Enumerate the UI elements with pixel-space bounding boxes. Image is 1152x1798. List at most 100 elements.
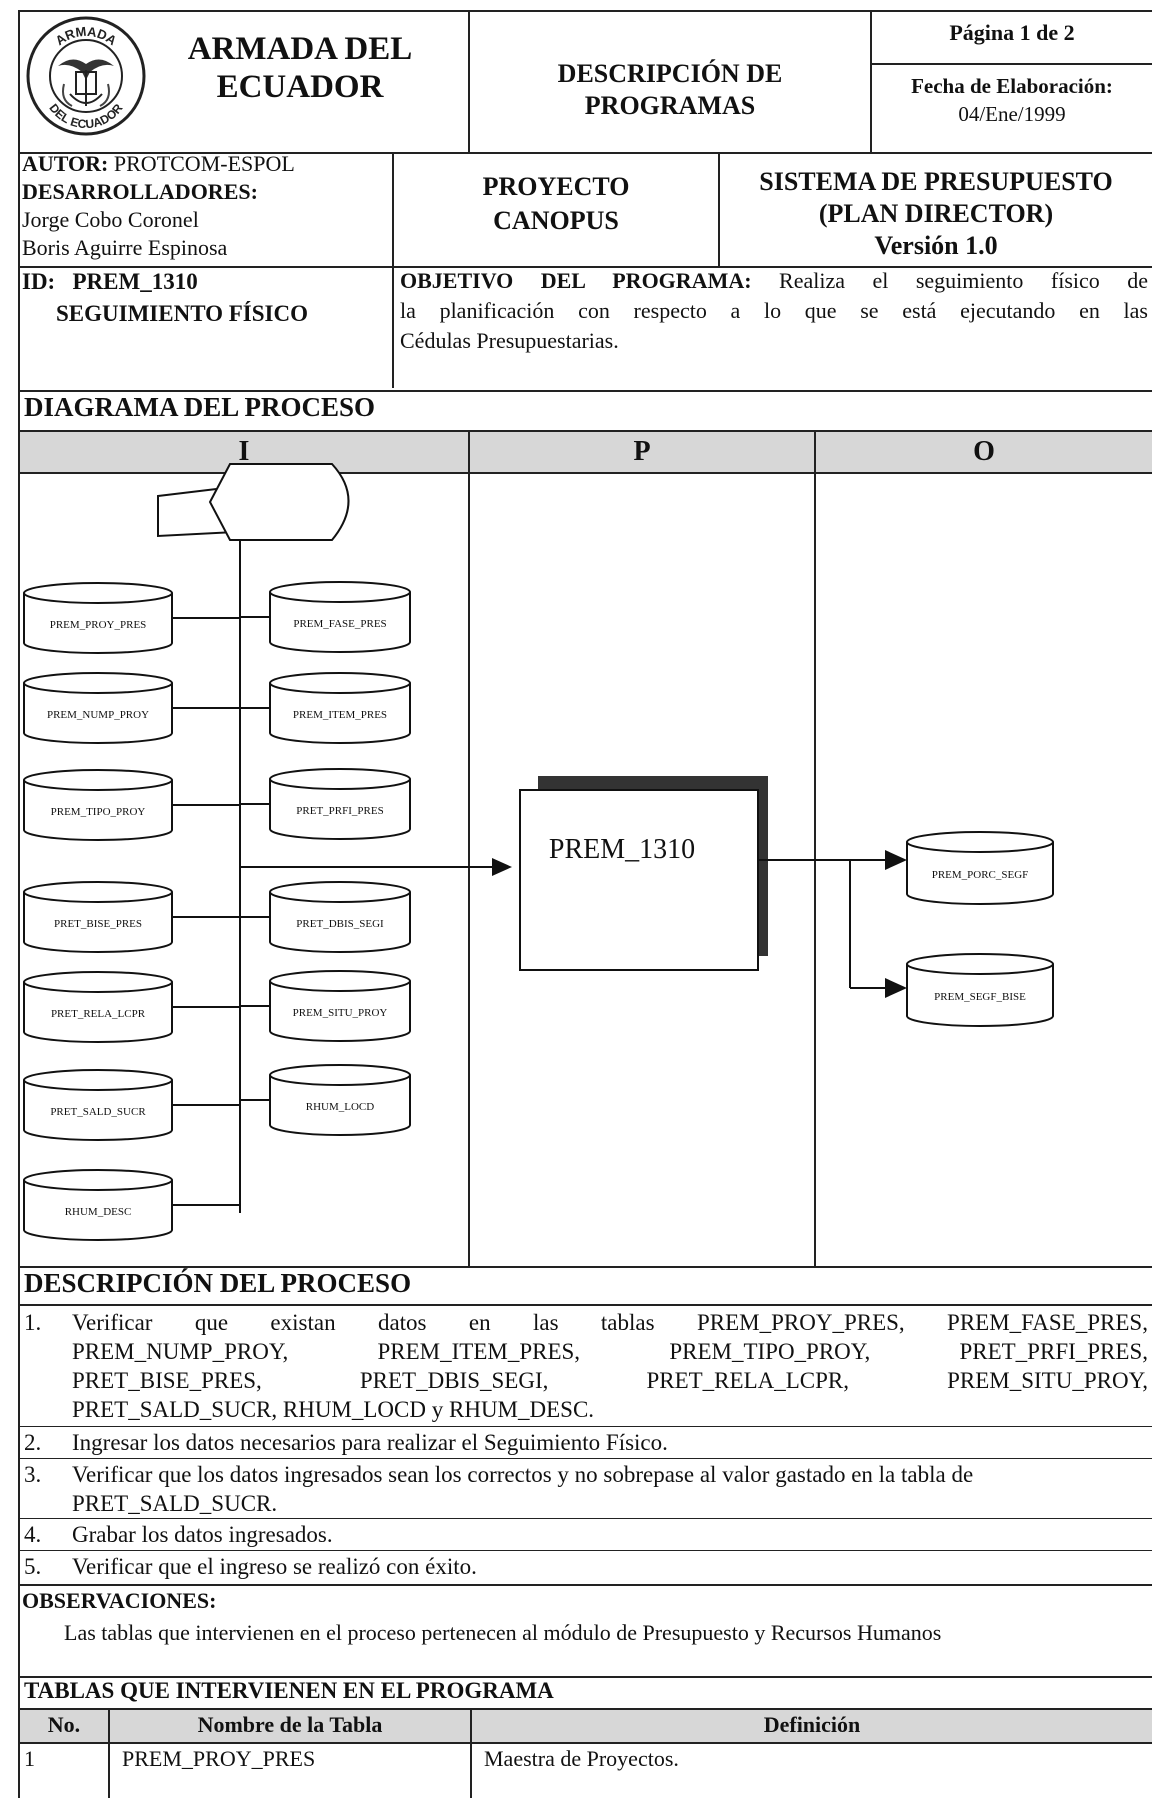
input-table-label: PRET_SALD_SUCR <box>50 1106 146 1118</box>
objective-line2: la planificación con respecto a lo que s… <box>400 298 1148 323</box>
step-2-number: 2. <box>24 1430 42 1455</box>
step-4-text: Grabar los datos ingresados. <box>72 1522 333 1547</box>
step-2-text: Ingresar los datos necesarios para reali… <box>72 1430 668 1455</box>
author-value: PROTCOM-ESPOL <box>113 151 295 176</box>
input-table-label: PREM_PROY_PRES <box>50 619 147 631</box>
input-table-label: PREM_ITEM_PRES <box>293 709 387 721</box>
input-arrowhead <box>492 858 512 876</box>
id-label: ID: <box>22 269 56 294</box>
diagram-header-band <box>20 432 1152 472</box>
tables-title: TABLAS QUE INTERVIENEN EN EL PROGRAMA <box>24 1678 554 1703</box>
input-table-cylinder: PRET_BISE_PRES <box>23 881 173 953</box>
step-1-number: 1. <box>24 1310 42 1335</box>
output-arrowhead-1 <box>885 850 907 870</box>
process-description-title: DESCRIPCIÓN DEL PROCESO <box>24 1268 412 1298</box>
doc-title-line2: PROGRAMAS <box>584 91 756 120</box>
author-label: AUTOR: <box>22 151 109 176</box>
system-line2: (PLAN DIRECTOR) <box>818 199 1054 228</box>
step-1-word: las <box>532 1310 559 1335</box>
step-1-line2: PREM_NUMP_PROY, PREM_ITEM_PRES, PREM_TIPO_… <box>72 1337 1148 1366</box>
developers-label: DESARROLLADORES: <box>22 179 258 204</box>
display-shape <box>208 463 350 541</box>
output-table-cylinder: PREM_SEGF_BISE <box>906 953 1054 1027</box>
input-table-label: PREM_SITU_PROY <box>293 1007 388 1019</box>
project-line1: PROYECTO <box>482 172 630 201</box>
org-line1: ARMADA DEL <box>187 31 413 67</box>
org-line2: ECUADOR <box>216 69 384 105</box>
step-1-word: PREM_PROY_PRES, <box>696 1310 905 1335</box>
table-cell-name: PREM_PROY_PRES <box>122 1746 316 1771</box>
step-3-line1: Verificar que los datos ingresados sean … <box>72 1462 974 1487</box>
output-table-label: PREM_SEGF_BISE <box>934 991 1026 1003</box>
organization-name: ARMADA DEL ECUADOR <box>150 30 450 106</box>
table-cell-definition: Maestra de Proyectos. <box>484 1746 679 1771</box>
step-3-number: 3. <box>24 1462 42 1487</box>
step-1-word: PREM_SITU_PROY, <box>947 1368 1148 1393</box>
process-box-label: PREM_1310 <box>549 834 695 865</box>
doc-title-line1: DESCRIPCIÓN DE <box>557 59 783 88</box>
input-table-label: PRET_RELA_LCPR <box>51 1008 146 1020</box>
developer-2: Boris Aguirre Espinosa <box>22 235 228 260</box>
output-table-label: PREM_PORC_SEGF <box>932 869 1029 881</box>
input-table-label: PREM_NUMP_PROY <box>47 709 149 721</box>
system-name: SISTEMA DE PRESUPUESTO (PLAN DIRECTOR) V… <box>720 166 1152 262</box>
table-cell-no: 1 <box>24 1746 35 1771</box>
step-5-number: 5. <box>24 1554 42 1579</box>
program-objective: OBJETIVO DEL PROGRAMA: Realiza el seguim… <box>400 266 1148 356</box>
step-1-word: Verificar <box>72 1310 153 1335</box>
step-1-word: PRET_DBIS_SEGI, <box>359 1368 549 1393</box>
step-1-word: que <box>194 1310 229 1335</box>
column-process-label: P <box>633 436 651 467</box>
input-table-cylinder: PREM_SITU_PROY <box>269 970 411 1042</box>
process-box <box>519 789 759 971</box>
step-5-text: Verificar que el ingreso se realizó con … <box>72 1554 477 1579</box>
system-line1: SISTEMA DE PRESUPUESTO <box>759 167 1113 196</box>
author-block: AUTOR: PROTCOM-ESPOL DESARROLLADORES: Jo… <box>22 150 392 262</box>
input-table-cylinder: PRET_SALD_SUCR <box>23 1069 173 1141</box>
step-1-word: datos <box>377 1310 427 1335</box>
date-label: Fecha de Elaboración: <box>911 74 1113 98</box>
project-line2: CANOPUS <box>493 206 619 235</box>
input-table-label: PRET_BISE_PRES <box>54 918 142 930</box>
column-header-definition: Definición <box>763 1712 861 1737</box>
column-output-label: O <box>973 436 995 467</box>
developer-1: Jorge Cobo Coronel <box>22 207 199 232</box>
input-table-label: PREM_TIPO_PROY <box>51 806 146 818</box>
input-table-label: PRET_DBIS_SEGI <box>296 918 384 930</box>
input-table-cylinder: PREM_TIPO_PROY <box>23 769 173 841</box>
step-1-line3: PRET_BISE_PRES,PRET_DBIS_SEGI,PRET_RELA_… <box>72 1366 1148 1395</box>
step-1-word: PREM_NUMP_PROY, <box>72 1339 289 1364</box>
input-table-cylinder: RHUM_DESC <box>23 1169 173 1241</box>
objective-line3: Cédulas Presupuestarias. <box>400 328 619 353</box>
program-name: SEGUIMIENTO FÍSICO <box>56 301 309 326</box>
date-value: 04/Ene/1999 <box>958 102 1066 126</box>
input-table-cylinder: PREM_FASE_PRES <box>269 581 411 653</box>
step-1-word: PREM_ITEM_PRES, <box>377 1339 581 1364</box>
objective-line1: Realiza el seguimiento físico de <box>779 268 1148 293</box>
step-1-line4: PRET_SALD_SUCR, RHUM_LOCD y RHUM_DESC. <box>72 1397 595 1422</box>
input-table-label: PREM_FASE_PRES <box>293 618 386 630</box>
program-id-block: ID: PREM_1310 SEGUIMIENTO FÍSICO <box>22 266 392 330</box>
step-1-word: existan <box>270 1310 336 1335</box>
input-table-label: RHUM_LOCD <box>306 1101 375 1113</box>
system-line3: Versión 1.0 <box>874 231 998 260</box>
column-header-no: No. <box>47 1712 81 1737</box>
input-table-cylinder: PREM_ITEM_PRES <box>269 672 411 744</box>
input-table-cylinder: PRET_DBIS_SEGI <box>269 881 411 953</box>
output-arrowhead-2 <box>885 978 907 998</box>
page-number: Página 1 de 2 <box>949 20 1075 45</box>
column-input-label: I <box>238 436 250 467</box>
input-table-label: PRET_PRFI_PRES <box>296 805 383 817</box>
output-table-cylinder: PREM_PORC_SEGF <box>906 831 1054 905</box>
step-1-word: PREM_TIPO_PROY, <box>669 1339 871 1364</box>
step-1-word: en <box>468 1310 491 1335</box>
tables-header-band <box>20 1710 1152 1742</box>
step-1-word: PRET_BISE_PRES, <box>72 1368 262 1393</box>
column-header-name: Nombre de la Tabla <box>197 1712 383 1737</box>
step-4-number: 4. <box>24 1522 42 1547</box>
navy-seal-logo: ARMADA DEL ECUADOR <box>24 14 149 139</box>
input-table-label: RHUM_DESC <box>65 1206 132 1218</box>
elaboration-date: Fecha de Elaboración: 04/Ene/1999 <box>872 72 1152 128</box>
